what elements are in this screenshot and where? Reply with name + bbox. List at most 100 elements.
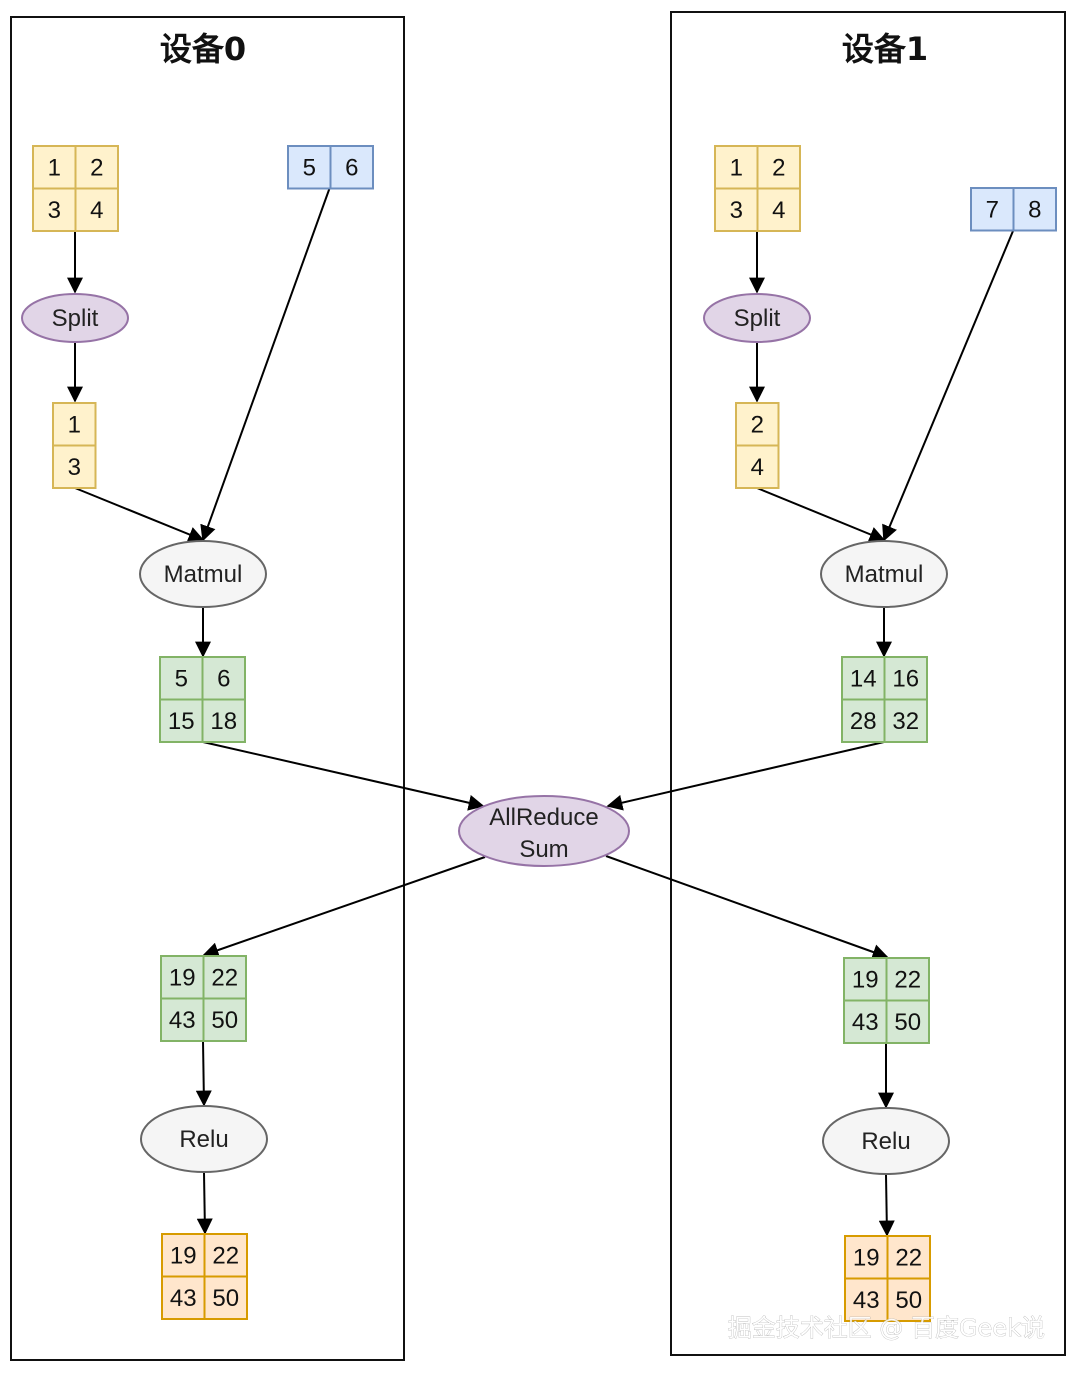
matrix-cell (883, 698, 928, 743)
op-ellipse (703, 293, 811, 343)
op-label: Relu (861, 1128, 910, 1155)
device1-title: 设备1 (842, 30, 928, 68)
matrix-cell-value: 4 (90, 197, 103, 224)
op-ellipse (822, 1107, 950, 1175)
matrix-cell-value: 22 (211, 964, 238, 991)
matrix-cell-value: 2 (90, 154, 103, 181)
device0-matmul-node: Matmul (139, 540, 267, 608)
op-label: Matmul (845, 561, 924, 588)
edge-d1-relu-out (878, 1174, 895, 1237)
matrix-cell (756, 145, 801, 190)
edges (67, 186, 1014, 1237)
matrix-cell-value: 7 (986, 196, 999, 223)
device0-relu-node: Relu (140, 1105, 268, 1173)
edge-d0-inputb-matmul (200, 186, 331, 542)
edge-allreduce-d1-reduced (605, 855, 889, 960)
op-ellipse (458, 795, 630, 867)
device1-relu-out-matrix: 19 22 43 50 (844, 1235, 931, 1322)
matrix-cell-value: 50 (211, 1007, 238, 1034)
device1-matmul-node: Matmul (820, 540, 948, 608)
device1-matmul-out-matrix: 14 16 28 32 (841, 656, 928, 743)
matrix-cell-value: 4 (751, 454, 764, 481)
matrix-cell (1012, 187, 1057, 232)
edge-d1-splitout-matmul (756, 487, 886, 542)
matrix-cell (203, 1233, 248, 1278)
matrix-cell-value: 22 (212, 1242, 239, 1269)
device0-input-a-matrix: 1 2 3 4 (32, 145, 119, 232)
matrix-cell (714, 187, 759, 232)
matrix-cell-value: 1 (730, 154, 743, 181)
matrix-cell (161, 1275, 206, 1320)
matrix-cell-value: 18 (210, 708, 237, 735)
edge-d0-relu-out (196, 1172, 213, 1235)
op-label: Matmul (164, 561, 243, 588)
matrix-cell-value: 19 (853, 1244, 880, 1271)
matrix-cell-value: 2 (751, 411, 764, 438)
matrix-cell-value: 2 (772, 154, 785, 181)
matrix-cell-value: 15 (168, 708, 195, 735)
matrix-cell-value: 3 (48, 197, 61, 224)
matrix-cell-value: 5 (175, 665, 188, 692)
device1-split-node: Split (703, 293, 811, 343)
matrix-cell-value: 16 (892, 665, 919, 692)
device1-relu-node: Relu (822, 1107, 950, 1175)
matrix-cell-value: 14 (850, 665, 877, 692)
matrix-cell-value: 6 (217, 665, 230, 692)
device1-split-out-matrix: 24 (735, 402, 780, 489)
matrix-cell (74, 145, 119, 190)
device1-reduced-matrix: 19 22 43 50 (843, 957, 930, 1044)
matrix-cell-value: 50 (895, 1287, 922, 1314)
edge-d1-inputb-matmul (882, 230, 1014, 542)
edge-d0-out-allreduce (202, 741, 485, 811)
matrix-cell-value: 8 (1028, 196, 1041, 223)
device1-container (670, 11, 1066, 1356)
op-label: Split (52, 305, 99, 332)
edge-d0-reduced-relu (195, 1040, 212, 1107)
matrix-cell-value: 32 (892, 708, 919, 735)
matrix-cell (885, 999, 930, 1044)
op-label: Split (734, 305, 781, 332)
matrix-cell (843, 957, 888, 1002)
matrix-cell (202, 955, 247, 1000)
matrix-cell-value: 1 (68, 411, 81, 438)
matrix-cell-value: 22 (895, 1244, 922, 1271)
matrix-cell (202, 997, 247, 1042)
matrix-cell-value: 1 (48, 154, 61, 181)
edge-d0-splitout-matmul (74, 487, 205, 542)
device0-split-node: Split (21, 293, 129, 343)
device0-split-out-matrix: 13 (52, 402, 97, 489)
matrix-cell-value: 3 (730, 197, 743, 224)
matrix-cell (32, 187, 77, 232)
matrix-cell-value: 43 (169, 1007, 196, 1034)
op-ellipse (820, 540, 948, 608)
matrix-cell-value: 19 (852, 966, 879, 993)
matrix-cell (74, 187, 119, 232)
matrix-cell (161, 1233, 206, 1278)
matrix-cell (160, 955, 205, 1000)
device0-title: 设备0 (160, 30, 246, 68)
matrix-cell (844, 1277, 889, 1322)
matrix-cell (841, 698, 886, 743)
matrix-cell (843, 999, 888, 1044)
device0-container (10, 16, 405, 1361)
matrix-cell (756, 187, 801, 232)
matrix-cell-value: 43 (170, 1285, 197, 1312)
matrix-cell-value: 22 (894, 966, 921, 993)
matrix-cell-value: 50 (212, 1285, 239, 1312)
matrix-cell (970, 187, 1015, 232)
matrix-cell-value: 50 (894, 1009, 921, 1036)
matrix-cell-value: 28 (850, 708, 877, 735)
op-ellipse (140, 1105, 268, 1173)
matrix-cell (52, 444, 97, 489)
edge-allreduce-d0-reduced (202, 856, 486, 958)
matrix-cell-value: 43 (852, 1009, 879, 1036)
matrix-cell (159, 656, 204, 701)
matrix-cell (52, 402, 97, 447)
matrix-cell-value: 43 (853, 1287, 880, 1314)
